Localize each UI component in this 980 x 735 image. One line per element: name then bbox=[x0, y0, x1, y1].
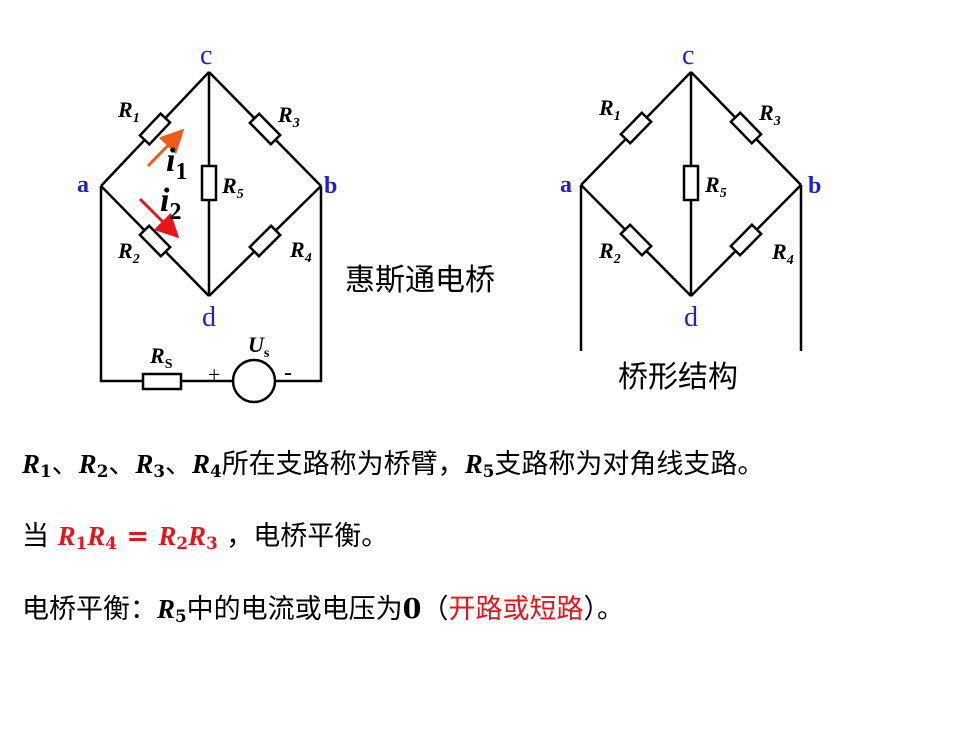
resistor-r2 bbox=[138, 223, 172, 259]
symbol-r3-sub: 3 bbox=[153, 461, 166, 482]
separator: 、 bbox=[51, 449, 79, 480]
balance-condition: 当 R1R4 = R2R3 ，电桥平衡。 bbox=[22, 523, 388, 552]
current-i1-label: i1 bbox=[166, 142, 187, 185]
left-node-b: b bbox=[324, 173, 337, 199]
right-resistor-r5 bbox=[682, 164, 700, 202]
right-node-c: c bbox=[682, 40, 694, 71]
symbol-r5: R bbox=[464, 449, 483, 479]
symbol-r2: R bbox=[78, 449, 97, 479]
symbol-r1: R bbox=[22, 449, 41, 479]
left-r4-label: R4 bbox=[289, 237, 312, 266]
bridge-structure-circuit bbox=[579, 71, 803, 351]
resistor-rs bbox=[141, 372, 183, 391]
right-resistor-r1 bbox=[619, 110, 653, 146]
current-i1-arrow bbox=[146, 128, 185, 168]
condition-prefix: 当 bbox=[22, 521, 58, 552]
eq-r2-sub: 2 bbox=[176, 533, 189, 554]
bridge-arm-definition: R1、R2、R3、R4所在支路称为桥臂，R5支路称为对角线支路。 bbox=[22, 451, 764, 480]
right-resistor-r3 bbox=[729, 110, 763, 146]
source-label: Us bbox=[248, 332, 270, 361]
symbol-r5-sub: 5 bbox=[175, 606, 187, 627]
symbol-r2-sub: 2 bbox=[96, 461, 109, 482]
eq-r1-sub: 1 bbox=[75, 533, 88, 554]
bridge-structure-caption: 桥形结构 bbox=[618, 360, 738, 395]
balance-mid-text: 中的电流或电压为 bbox=[186, 594, 403, 625]
wheatstone-bridge-caption: 惠斯通电桥 bbox=[345, 263, 495, 298]
source-minus-sign: - bbox=[284, 360, 292, 386]
left-node-c: c bbox=[200, 40, 212, 71]
left-node-a: a bbox=[77, 172, 89, 198]
resistor-r4 bbox=[248, 224, 282, 258]
eq-sign: = bbox=[116, 521, 159, 552]
right-resistor-r2 bbox=[619, 222, 653, 258]
balance-equation: R1R4 = R2R3 bbox=[58, 521, 218, 552]
bridge-diagrams: c a b d R1 R3 R5 R2 R4 RS i1 i2 Us + - c… bbox=[77, 40, 821, 404]
right-r4-label: R4 bbox=[771, 239, 794, 268]
eq-r3: R bbox=[188, 521, 207, 551]
right-node-d: d bbox=[684, 302, 698, 333]
right-r2-label: R2 bbox=[598, 238, 621, 267]
eq-r4: R bbox=[87, 521, 106, 551]
diagonal-branch-text: 支路称为对角线支路。 bbox=[494, 449, 765, 480]
eq-r3-sub: 3 bbox=[206, 533, 218, 554]
paren-close: ）。 bbox=[583, 594, 624, 625]
voltage-source bbox=[231, 358, 277, 404]
symbol-r5: R bbox=[157, 594, 176, 624]
eq-r2: R bbox=[158, 521, 177, 551]
resistor-r1 bbox=[138, 111, 172, 147]
balance-meaning: 电桥平衡：R5中的电流或电压为0（开路或短路）。 bbox=[22, 596, 624, 625]
left-r3-label: R3 bbox=[277, 102, 300, 131]
condition-suffix: ，电桥平衡。 bbox=[217, 521, 389, 552]
rs-label: RS bbox=[149, 343, 173, 372]
resistor-r3 bbox=[248, 111, 282, 147]
eq-r1: R bbox=[57, 521, 76, 551]
paren-open: （ bbox=[421, 594, 449, 625]
right-r5-label: R5 bbox=[704, 172, 727, 201]
right-r3-label: R3 bbox=[758, 100, 781, 129]
bridge-arm-text: 所在支路称为桥臂， bbox=[221, 449, 465, 480]
left-r5-label: R5 bbox=[221, 173, 244, 202]
resistor-r5 bbox=[200, 164, 218, 202]
zero-value: 0 bbox=[402, 594, 422, 625]
symbol-r1-sub: 1 bbox=[40, 461, 52, 482]
current-i2-label: i2 bbox=[160, 182, 181, 225]
right-node-b: b bbox=[808, 173, 821, 199]
right-node-a: a bbox=[560, 172, 572, 198]
symbol-r4-sub: 4 bbox=[210, 461, 222, 482]
right-resistor-r4 bbox=[729, 222, 763, 258]
source-plus-sign: + bbox=[208, 362, 220, 387]
open-or-short-highlight: 开路或短路 bbox=[448, 594, 584, 625]
right-r1-label: R1 bbox=[598, 95, 621, 124]
symbol-r4: R bbox=[192, 449, 211, 479]
left-r2-label: R2 bbox=[117, 238, 140, 267]
left-node-d: d bbox=[202, 302, 216, 333]
balance-prefix: 电桥平衡： bbox=[22, 594, 157, 625]
current-i2-arrow bbox=[138, 197, 180, 239]
separator: 、 bbox=[108, 449, 136, 480]
separator: 、 bbox=[165, 449, 193, 480]
left-r1-label: R1 bbox=[117, 97, 140, 126]
eq-r4-sub: 4 bbox=[105, 533, 117, 554]
symbol-r5-sub: 5 bbox=[482, 461, 495, 482]
source-loop-wire bbox=[99, 186, 323, 383]
symbol-r3: R bbox=[135, 449, 154, 479]
